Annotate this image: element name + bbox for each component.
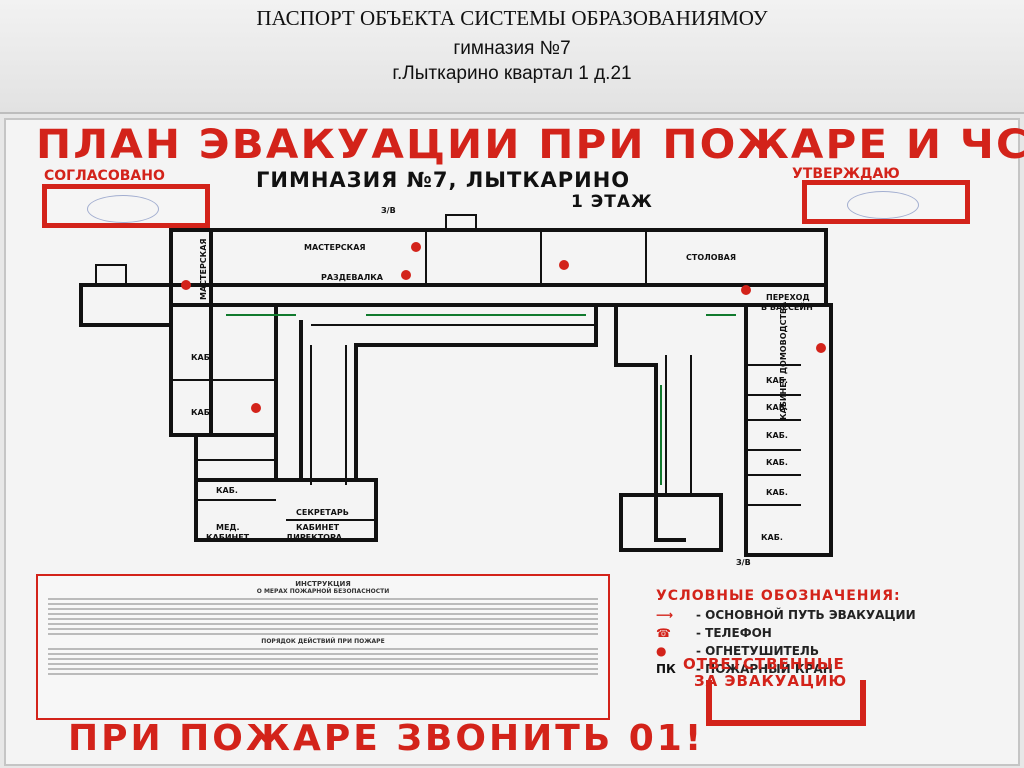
instructions-title: ИНСТРУКЦИЯ: [295, 580, 351, 588]
legend-item: ⟶- ОСНОВНОЙ ПУТЬ ЭВАКУАЦИИ: [656, 608, 916, 622]
room-homekeeping: КАБИНЕТ ДОМОВОДСТВА: [779, 301, 788, 420]
legend-title: УСЛОВНЫЕ ОБОЗНАЧЕНИЯ:: [656, 588, 901, 604]
exit-top: З/В: [381, 206, 396, 215]
plan-floor: 1 ЭТАЖ: [571, 192, 653, 212]
evacuation-plan-board: ПЛАН ЭВАКУАЦИИ ПРИ ПОЖАРЕ И ЧС ГИМНАЗИЯ …: [4, 118, 1024, 766]
room-kab: КАБ.: [191, 408, 213, 417]
fire-hydrant-icon: ПК: [656, 662, 676, 676]
plan-school: ГИМНАЗИЯ №7, ЛЫТКАРИНО: [256, 168, 631, 192]
exit-bottom: З/В: [736, 558, 751, 567]
room-med: МЕД.: [216, 523, 240, 532]
header-title: ПАСПОРТ ОБЪЕКТА СИСТЕМЫ ОБРАЗОВАНИЯМОУ: [256, 6, 768, 30]
stamp-icon: [87, 195, 159, 223]
responsible-box: [706, 680, 866, 726]
room-pool: ПЕРЕХОД: [766, 293, 810, 302]
header-school: гимназия №7: [453, 38, 571, 59]
agreed-stamp-box: [42, 184, 210, 228]
room-kab: КАБ.: [766, 376, 788, 385]
room-director2: ДИРЕКТОРА: [286, 533, 343, 542]
fire-safety-instructions: ИНСТРУКЦИЯ О МЕРАХ ПОЖАРНОЙ БЕЗОПАСНОСТИ…: [36, 574, 610, 720]
legend-item: ☎- ТЕЛЕФОН: [656, 626, 772, 640]
room-kab: КАБ.: [766, 458, 788, 467]
room-kab: КАБ.: [761, 533, 783, 542]
room-kab: КАБ.: [216, 486, 238, 495]
emergency-call-banner: ПРИ ПОЖАРЕ ЗВОНИТЬ 01!: [68, 718, 705, 759]
responsible-label-2: ЗА ЭВАКУАЦИЮ: [694, 672, 848, 690]
legend-item: ПК- ПОЖАРНЫЙ КРАН: [656, 662, 833, 676]
room-workshop: МАСТЕРСКАЯ: [304, 243, 366, 252]
room-pool2: В БАССЕЙН: [761, 301, 813, 312]
floor-plan: МАСТЕРСКАЯ РАЗДЕВАЛКА СТОЛОВАЯ ПЕРЕХОД В…: [79, 206, 833, 567]
instructions-section: ПОРЯДОК ДЕЙСТВИЙ ПРИ ПОЖАРЕ: [261, 638, 385, 645]
extinguisher-icon: ●: [656, 644, 667, 658]
phone-icon: ☎: [656, 626, 671, 640]
room-cloakroom: РАЗДЕВАЛКА: [321, 273, 384, 282]
slide-header: ПАСПОРТ ОБЪЕКТА СИСТЕМЫ ОБРАЗОВАНИЯМОУ г…: [0, 0, 1024, 114]
approve-label: УТВЕРЖДАЮ: [792, 166, 900, 182]
arrow-icon: ⟶: [656, 608, 674, 622]
instructions-subtitle: О МЕРАХ ПОЖАРНОЙ БЕЗОПАСНОСТИ: [256, 588, 390, 595]
room-kab: КАБ.: [766, 403, 788, 412]
agreed-label: СОГЛАСОВАНО: [44, 168, 165, 184]
responsible-label: ОТВЕТСТВЕННЫЕ: [683, 655, 845, 673]
room-director: КАБИНЕТ: [296, 523, 340, 532]
header-address: г.Лыткарино квартал 1 д.21: [392, 63, 632, 84]
room-kab: КАБ.: [766, 431, 788, 440]
room-med2: КАБИНЕТ: [206, 533, 250, 542]
room-workshop-vertical: МАСТЕРСКАЯ: [199, 238, 208, 300]
room-canteen: СТОЛОВАЯ: [686, 253, 736, 262]
room-kab: КАБ.: [766, 488, 788, 497]
room-kab: КАБ.: [191, 353, 213, 362]
room-secretary: СЕКРЕТАРЬ: [296, 508, 349, 517]
approve-stamp-box: [802, 180, 970, 224]
stamp-icon: [847, 191, 919, 219]
legend-item: ●- ОГНЕТУШИТЕЛЬ: [656, 644, 820, 658]
plan-title: ПЛАН ЭВАКУАЦИИ ПРИ ПОЖАРЕ И ЧС: [36, 122, 1024, 168]
